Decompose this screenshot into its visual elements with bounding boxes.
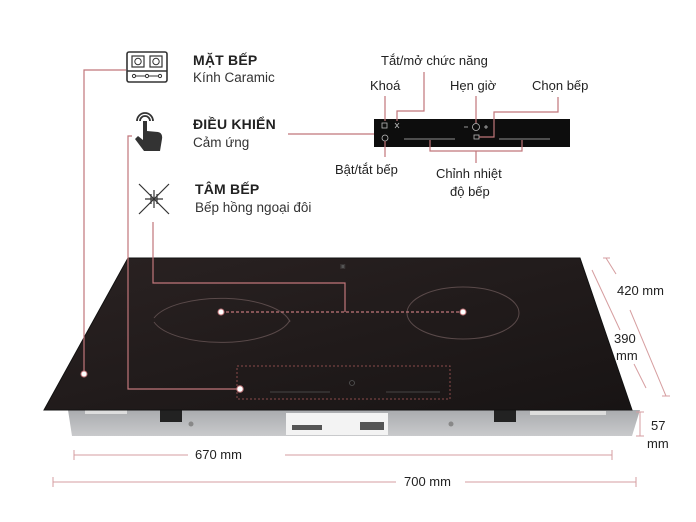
feature-title-zone: TÂM BẾP — [195, 181, 260, 197]
control-panel-closeup — [374, 119, 570, 147]
cooktop-body — [68, 408, 640, 436]
dim-depth-inner-value: 390 — [614, 331, 636, 346]
dim-depth-inner-unit: mm — [616, 348, 638, 363]
right-zone-ring — [406, 286, 520, 340]
touch-hand-icon — [132, 111, 166, 153]
dim-height-value: 57 — [651, 418, 666, 433]
svg-text:▣: ▣ — [340, 264, 346, 270]
control-area-highlight — [236, 365, 451, 400]
glass-top — [43, 257, 633, 411]
label-temperature-2: độ bếp — [450, 184, 490, 199]
dim-depth-outer: 420 mm — [617, 283, 664, 298]
label-toggle-function: Tắt/mở chức năng — [381, 53, 488, 68]
feature-title-control: ĐIỀU KHIỂN — [193, 116, 276, 132]
feature-sub-surface: Kính Caramic — [193, 70, 275, 85]
left-zone-ring — [153, 297, 291, 323]
label-power: Bật/tắt bếp — [335, 162, 398, 177]
heat-star-icon — [137, 182, 171, 216]
feature-title-surface: MẶT BẾP — [193, 52, 258, 68]
label-lock: Khoá — [370, 78, 401, 93]
label-select-zone: Chọn bếp — [532, 78, 589, 93]
feature-sub-control: Cảm ứng — [193, 135, 250, 150]
cooktop-icon — [126, 51, 168, 83]
label-timer: Hẹn giờ — [450, 78, 497, 93]
label-temperature-1: Chỉnh nhiệt — [436, 166, 502, 181]
dim-width-outer: 700 mm — [404, 474, 451, 489]
feature-sub-zone: Bếp hồng ngoại đôi — [195, 200, 312, 215]
dim-height-unit: mm — [647, 436, 669, 451]
dim-width-inner: 670 mm — [195, 447, 242, 462]
